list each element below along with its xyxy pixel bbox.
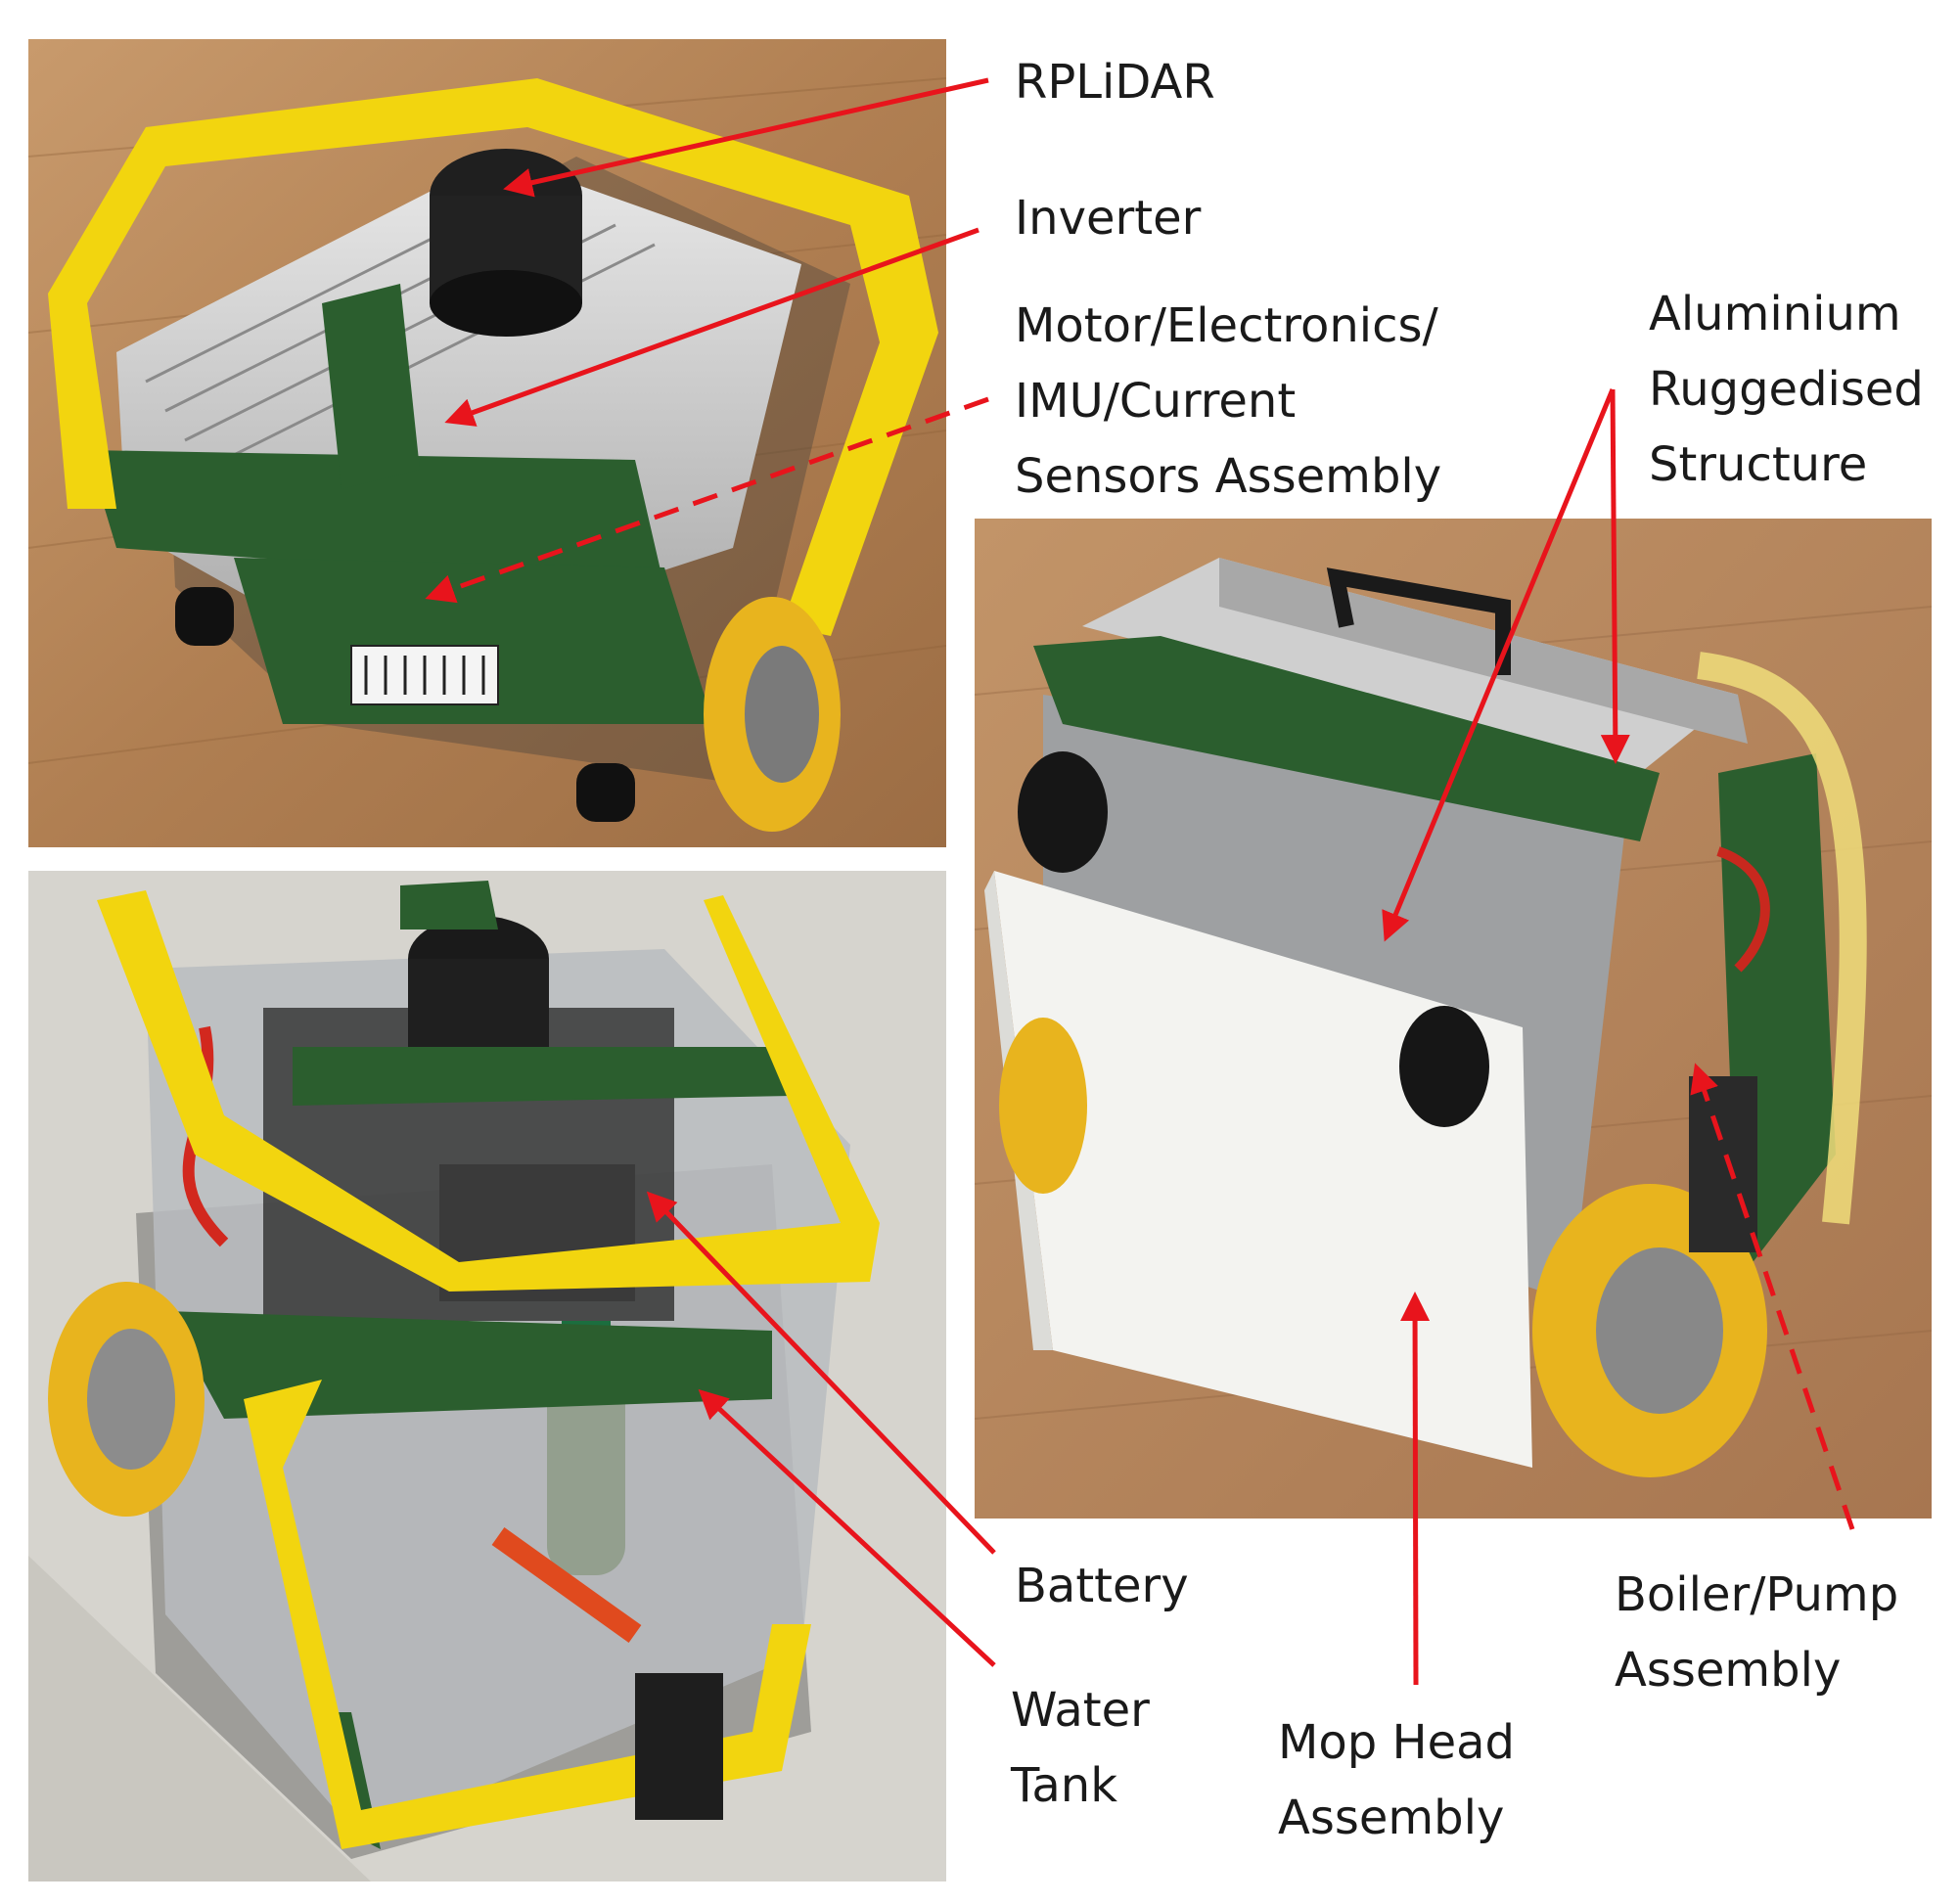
label-inverter: Inverter bbox=[1015, 191, 1202, 246]
photo-robot-side-view bbox=[975, 519, 1932, 1519]
label-boiler-pump-assembly: Boiler/Pump Assembly bbox=[1615, 1567, 1899, 1698]
label-battery: Battery bbox=[1015, 1559, 1189, 1613]
label-water-tank: Water Tank bbox=[1011, 1683, 1150, 1813]
label-rplidar: RPLiDAR bbox=[1015, 55, 1215, 110]
photo-robot-rear-view bbox=[28, 871, 946, 1881]
label-mop-head-assembly: Mop Head Assembly bbox=[1278, 1715, 1516, 1845]
label-motor-electronics-assembly: Motor/Electronics/ IMU/Current Sensors A… bbox=[1015, 298, 1442, 504]
photo-robot-top-view bbox=[28, 39, 946, 847]
label-aluminium-structure: Aluminium Ruggedised Structure bbox=[1649, 287, 1924, 492]
